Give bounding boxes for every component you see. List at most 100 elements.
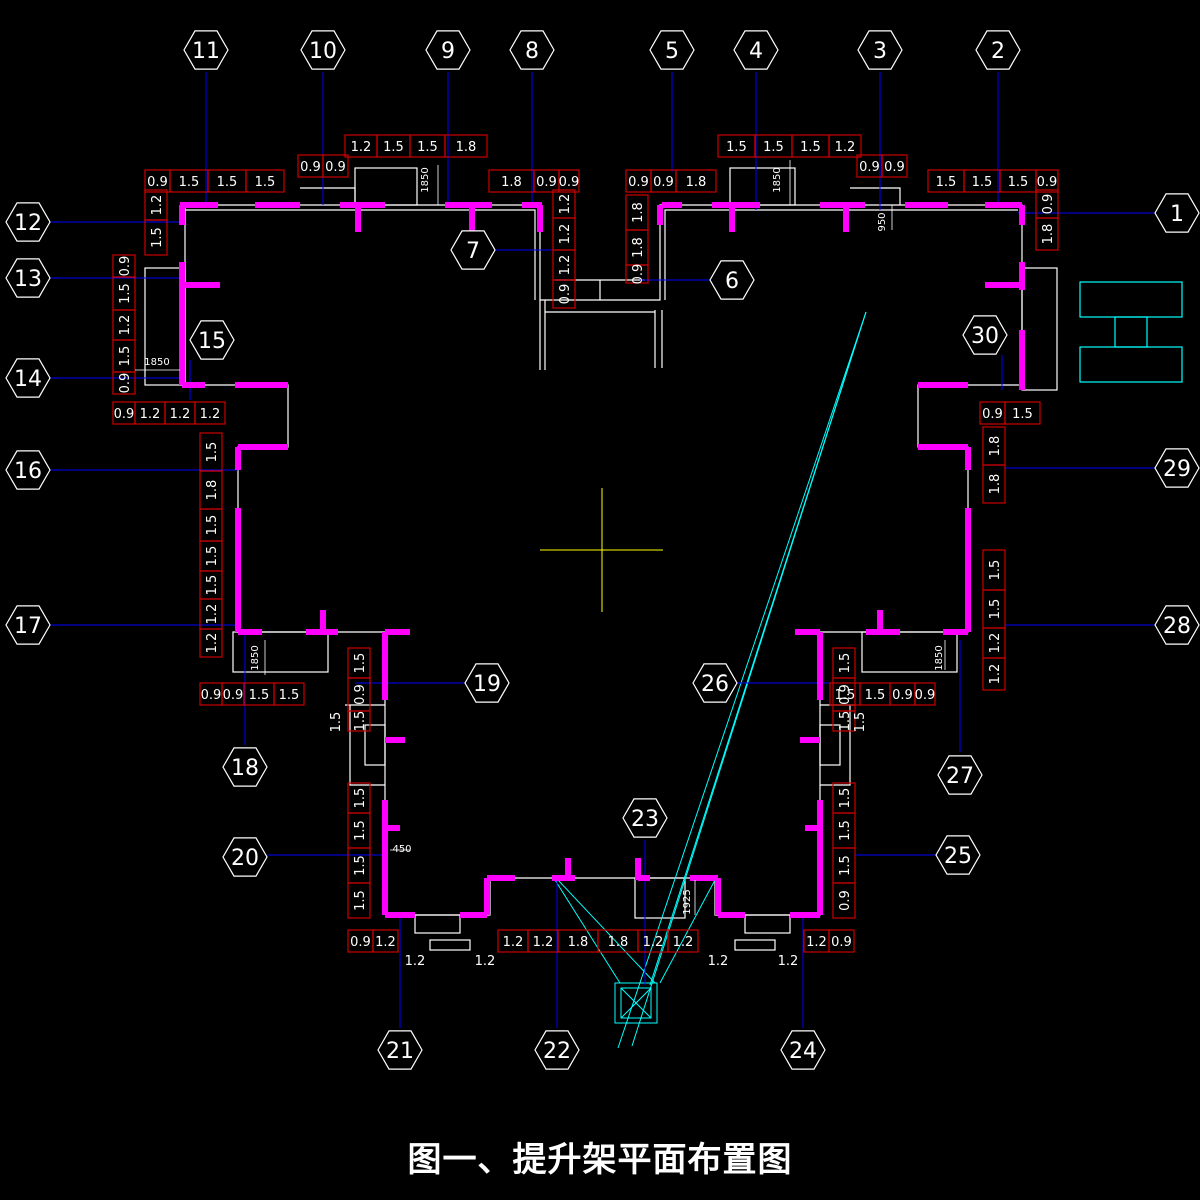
axis-bubble-17 [5, 605, 51, 645]
wall-segments [179, 202, 1025, 918]
panel-group-18: 1.50.91.5 [347, 647, 371, 732]
outline-north-left-inner [185, 209, 1018, 300]
panel-value: 1.5 [1008, 175, 1029, 190]
panel-value: 1.5 [838, 788, 853, 809]
panel-value: 0.9 [631, 264, 646, 285]
panel-value: 1.5 [353, 788, 368, 809]
panel-value: 1.5 [118, 346, 133, 367]
panel-value: 1.5 [205, 442, 220, 463]
panel-value: 1.2 [375, 935, 396, 950]
axis-label-6: 6 [725, 269, 739, 294]
panel-cell [832, 710, 856, 732]
panel-value: 0.9 [350, 935, 371, 950]
panel-value: 1.8 [631, 237, 646, 258]
axis-label-2: 2 [991, 39, 1005, 64]
panel-value: 1.5 [936, 175, 957, 190]
dimension-label: 450 [392, 844, 411, 855]
panel-value: 1.5 [835, 688, 856, 703]
axis-label-30: 30 [971, 324, 999, 349]
panel-value: 1.2 [170, 407, 191, 422]
sw-bay [232, 631, 329, 673]
panel-value: 0.9 [118, 256, 133, 277]
dimension-label: 1850 [144, 357, 169, 368]
panel-value: 1.5 [217, 175, 238, 190]
axis-bubble-6 [709, 260, 755, 300]
south-right-ledge [734, 939, 776, 951]
axis-bubble-19 [464, 663, 510, 703]
panel-cell [1035, 217, 1059, 251]
south-center-opening [634, 877, 686, 919]
building-outline [144, 167, 1058, 951]
tower-crane [554, 311, 867, 1049]
outline-north-left [185, 204, 1023, 390]
panel-value: 0.9 [982, 407, 1003, 422]
axis-bubble-26 [692, 663, 738, 703]
panel-group-21: 1.51.81.51.51.51.21.2 [199, 432, 223, 658]
dimension-label: 1850 [772, 167, 783, 192]
panel-value: 0.9 [325, 160, 346, 175]
panel-value: 0.9 [300, 160, 321, 175]
panel-value: 1.8 [205, 480, 220, 501]
axis-label-19: 19 [473, 672, 501, 697]
panel-group-22: 1.51.51.51.5 [347, 782, 371, 919]
axis-label-1: 1 [1170, 202, 1184, 227]
panel-cell [914, 682, 936, 706]
panel-group-1: 0.9 0.9 [297, 154, 349, 178]
loose-panel-label: 1.2 [475, 954, 496, 969]
panel-value: 0.9 [536, 175, 557, 190]
side-panel-label: 1.5 [853, 712, 868, 733]
axis-bubble-22 [534, 1030, 580, 1070]
panel-cell [144, 219, 168, 256]
axis-label-26: 26 [701, 672, 729, 697]
panel-value: 1.5 [383, 140, 404, 155]
panel-value: 1.8 [988, 436, 1003, 457]
panel-value: 1.8 [608, 935, 629, 950]
panel-value: 1.2 [150, 195, 165, 216]
axis-label-8: 8 [525, 39, 539, 64]
west-lower-edge [345, 704, 855, 786]
panel-group-13: 0.91.8 [1035, 189, 1059, 251]
panel-value: 1.2 [533, 935, 554, 950]
panel-value: 1.8 [501, 175, 522, 190]
panel-value: 0.9 [892, 688, 913, 703]
panel-value: 1.5 [838, 820, 853, 841]
axis-bubble-8 [509, 30, 555, 70]
panel-value: 1.5 [205, 546, 220, 567]
panel-value: 1.5 [988, 560, 1003, 581]
panel-cell [552, 279, 576, 309]
panel-value: 1.5 [972, 175, 993, 190]
panel-value: 0.9 [118, 373, 133, 394]
axis-label-22: 22 [543, 1039, 571, 1064]
panel-value: 1.2 [558, 224, 573, 245]
panel-value: 1.5 [1012, 407, 1033, 422]
axis-bubble-3 [857, 30, 903, 70]
panel-value: 0.9 [884, 160, 905, 175]
axis-bubble-13 [5, 258, 51, 298]
axis-lines [50, 72, 1156, 1028]
panel-value: 1.2 [835, 140, 856, 155]
south-right-step [744, 914, 791, 934]
panel-value: 1.5 [988, 599, 1003, 620]
panel-cell [1035, 169, 1059, 193]
panel-cell [828, 929, 855, 953]
panel-value: 1.2 [643, 935, 664, 950]
axis-label-29: 29 [1163, 457, 1191, 482]
dimension-label: 1850 [420, 167, 431, 192]
panel-value: 0.9 [114, 407, 135, 422]
panel-cell [245, 169, 285, 193]
axis-bubble-15 [189, 320, 235, 360]
center-crosshair [540, 488, 663, 612]
panel-value: 1.5 [353, 890, 368, 911]
panel-cell [828, 134, 862, 158]
panel-value: 1.2 [351, 140, 372, 155]
dimension-label: 1925 [682, 889, 693, 914]
panel-value: 1.5 [353, 820, 368, 841]
panel-value: 1.2 [140, 407, 161, 422]
axis-bubble-30 [962, 315, 1008, 355]
panel-value: 1.8 [456, 140, 477, 155]
